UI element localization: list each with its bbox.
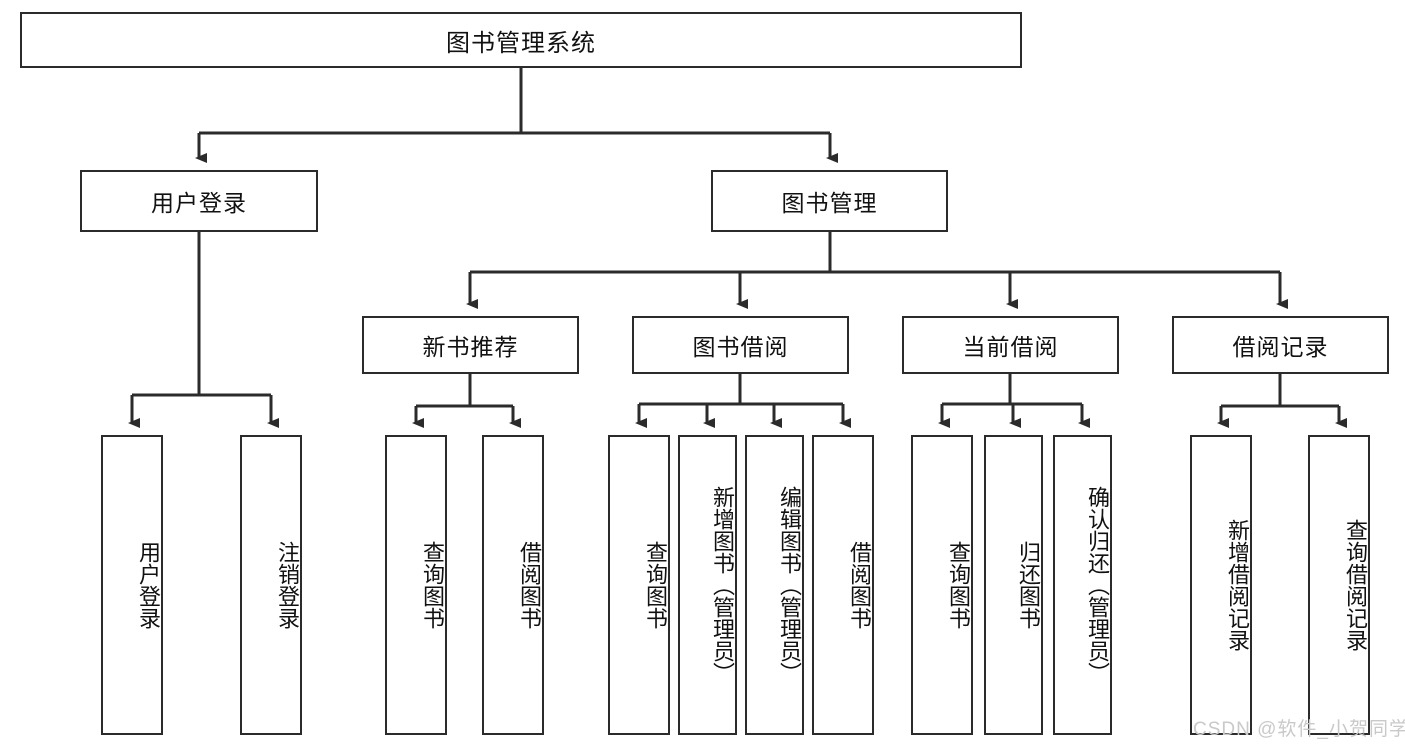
node-level3-current-borrow[interactable]: 当前借阅 <box>902 316 1119 374</box>
node-level2-user-login[interactable]: 用户登录 <box>80 170 318 232</box>
node-leaf-borrow-books[interactable]: 借阅图书 <box>812 435 874 735</box>
node-leaf-confirm-return-admin[interactable]: 确认归还（管理员） <box>1053 435 1112 735</box>
node-leaf-add-borrow-record[interactable]: 新增借阅记录 <box>1190 435 1252 735</box>
node-level3-borrow-records[interactable]: 借阅记录 <box>1172 316 1389 374</box>
node-leaf-return-books[interactable]: 归还图书 <box>984 435 1043 735</box>
node-leaf-edit-book-admin[interactable]: 编辑图书（管理员） <box>745 435 804 735</box>
node-leaf-query-borrow-record[interactable]: 查询借阅记录 <box>1308 435 1370 735</box>
node-leaf-user-login[interactable]: 用户登录 <box>101 435 163 735</box>
node-level3-new-book-recommend[interactable]: 新书推荐 <box>362 316 579 374</box>
node-leaf-query-books-rec[interactable]: 查询图书 <box>385 435 447 735</box>
node-root[interactable]: 图书管理系统 <box>20 12 1022 68</box>
node-leaf-borrow-books-rec[interactable]: 借阅图书 <box>482 435 544 735</box>
node-leaf-logout[interactable]: 注销登录 <box>240 435 302 735</box>
csdn-watermark: CSDN @软件_小贺同学 <box>1193 719 1405 740</box>
node-level2-book-management[interactable]: 图书管理 <box>711 170 948 232</box>
node-leaf-query-books-current[interactable]: 查询图书 <box>911 435 973 735</box>
node-level3-book-borrow[interactable]: 图书借阅 <box>632 316 849 374</box>
node-leaf-add-book-admin[interactable]: 新增图书（管理员） <box>678 435 737 735</box>
node-leaf-query-books-borrow[interactable]: 查询图书 <box>608 435 670 735</box>
